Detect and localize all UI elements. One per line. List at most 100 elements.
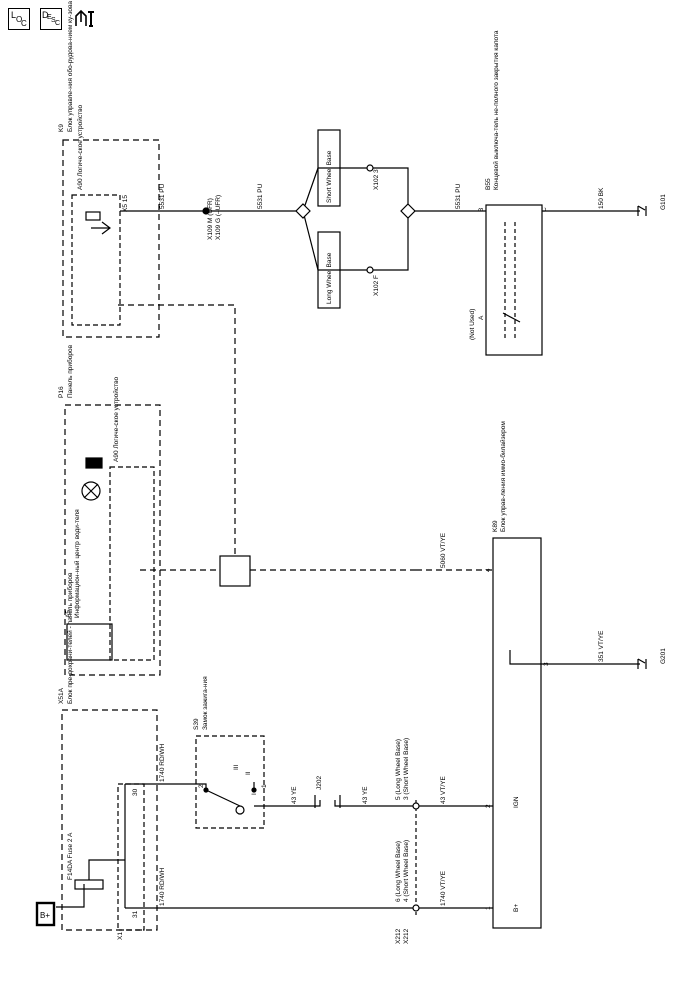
x51a-fuse-block-box xyxy=(61,709,158,931)
lwb-label: Long Wheel Base xyxy=(326,252,333,304)
g201-label: G201 xyxy=(660,648,667,664)
wire-351-label: 351 VT/YE xyxy=(598,630,605,662)
s39-pin1-dot xyxy=(251,787,257,793)
s39-pin1-label: 1 xyxy=(261,784,268,788)
loc-letter-l: L xyxy=(11,10,17,20)
k89-desc: Блок управ-ления иммо-билайзером xyxy=(499,421,507,532)
x212-pin6-label: 6 (Long Wheel Base) xyxy=(395,841,402,902)
a5-desc: Информацион-ный центр води-теля xyxy=(73,509,81,618)
j202-label: J202 xyxy=(316,776,323,790)
s39-ii-label: II xyxy=(245,771,252,775)
wire-43-vtye-label: 43 VT/YE xyxy=(440,776,447,804)
s39-name: S39 xyxy=(193,718,200,730)
fuse-f14da-symbol xyxy=(74,879,104,890)
g101-ground-symbol xyxy=(637,205,647,216)
x212-pin5-connector xyxy=(412,802,420,810)
toolbar-icons: L O C D E S C xyxy=(8,8,102,30)
b55-desc: Концевой выключа-тель не-полного закрыти… xyxy=(492,30,500,190)
b55-pinc-label: C xyxy=(541,207,548,212)
wire-1740-label-a: 1740 RD/WH xyxy=(159,743,166,782)
x102-pinf-connector xyxy=(366,266,374,274)
connector-tool-icon[interactable] xyxy=(72,8,102,30)
k89-pin4-label: 4 xyxy=(485,568,492,572)
b55-pinb-label: B xyxy=(478,208,485,212)
k89-immobilizer-box xyxy=(492,537,542,929)
b55-contact-arm xyxy=(502,312,521,323)
desc-letter-s: S xyxy=(51,17,56,24)
indicator-lamp-cross xyxy=(83,483,99,499)
x102-pinf-label: X102 F xyxy=(373,275,380,296)
wire-5531-branch-left xyxy=(302,167,370,271)
k9-desc: Блок управле-ния обо-рудова-нием ку-зова xyxy=(66,1,74,132)
s39-desc: Замок зажига-ния xyxy=(202,676,209,730)
p16-instrument-panel-box xyxy=(64,404,161,676)
k89-pin2-label: 2 xyxy=(485,804,492,808)
loc-letter-c: C xyxy=(21,19,27,28)
fuse-label: F14DA Fuse 2 A xyxy=(67,832,74,880)
x1-label: X1 xyxy=(117,932,124,940)
x109b-label: X109 G (–UFR) xyxy=(215,195,222,240)
x51a-desc: Блок пре-дохрани-телей - панель приборов xyxy=(66,572,74,704)
x1-31-label: 31 xyxy=(132,910,139,918)
x212-pin6-connector xyxy=(412,904,420,912)
s39-pin2-label: 2 xyxy=(198,784,205,788)
not-used-label: (Not Used) xyxy=(469,309,476,340)
x212b-label: X212 xyxy=(403,928,410,944)
x212-pin3-label: 3 (Short Wheel Base) xyxy=(403,738,410,800)
a90-k9-logic-box xyxy=(71,194,121,326)
x102-pin3-connector xyxy=(366,164,374,172)
s39-ignition-switch-box xyxy=(195,735,265,829)
s39-switch-blade xyxy=(205,789,241,807)
k89-name: K89 xyxy=(492,520,499,532)
description-icon[interactable]: D E S C xyxy=(40,8,62,30)
a90-k9-resistor xyxy=(85,211,101,221)
desc-letter-e: E xyxy=(47,14,52,21)
desc-letter-c: C xyxy=(55,20,61,27)
k89-ground-trace xyxy=(509,650,541,665)
s39-iii-label: III xyxy=(233,764,240,770)
x1-30-label: 30 xyxy=(132,788,139,796)
b55-pina-label: A xyxy=(478,315,485,320)
wire-5531-label-c: 5531 PU xyxy=(455,183,462,209)
wire-43-ye-label-b: 43 YE xyxy=(362,786,369,804)
serial-data-link-vertical xyxy=(118,304,236,556)
wire-5060-label: 5060 VT/YE xyxy=(440,532,447,568)
b55-hood-switch-box xyxy=(485,204,543,356)
a90-p16-logic-box xyxy=(109,466,155,661)
s39-i-label: I xyxy=(251,793,258,795)
wire-5531-label-b: 5531 PU xyxy=(257,183,264,209)
desc-letter-d: D xyxy=(42,10,49,20)
swb-label: Short Wheel Base xyxy=(326,150,333,203)
b55-name: B55 xyxy=(485,178,492,190)
x102-pin3-label: X102 3 xyxy=(373,169,380,190)
x109-label: X109 M (UFR) xyxy=(207,198,214,240)
a90-k9-arrow xyxy=(91,221,111,235)
k89-pin1-label: 1 xyxy=(485,906,492,910)
wire-bplus-fuse xyxy=(56,884,85,908)
wire-1740-label-b: 1740 RD/WH xyxy=(159,867,166,906)
k89-bplus-label: B+ xyxy=(513,904,520,912)
x212-pin4-label: 4 (Short Wheel Base) xyxy=(403,840,410,902)
wire-43-ye-label-a: 43 YE xyxy=(291,786,298,804)
indicator-lamp-icon xyxy=(81,481,101,501)
s39-switch-knob xyxy=(235,805,245,815)
x212-pin5-label: 5 (Long Wheel Base) xyxy=(395,739,402,800)
x109-connector-dot xyxy=(202,207,210,215)
location-icon[interactable]: L O C xyxy=(8,8,30,30)
wire-1740-vtye-label: 1740 VT/YE xyxy=(440,870,447,906)
b55-internal-switch xyxy=(504,222,516,340)
g101-label: G101 xyxy=(660,194,667,210)
hood-warning-icon xyxy=(85,457,103,469)
k89-pin3-label: 3 xyxy=(543,662,550,666)
a5-name: A5 xyxy=(65,610,72,618)
a5-display-box xyxy=(66,623,113,661)
g201-ground-symbol xyxy=(637,658,647,669)
wire-5531-label-a: 5531 PU xyxy=(159,183,166,209)
bplus-label: B+ xyxy=(40,911,50,920)
k89-ign-label: IGN xyxy=(513,796,520,808)
a90-k9-label: A90 Логиче-ское устройство xyxy=(76,105,84,190)
serial-data-splice-box xyxy=(219,555,251,587)
bplus-battery-box xyxy=(35,901,56,927)
